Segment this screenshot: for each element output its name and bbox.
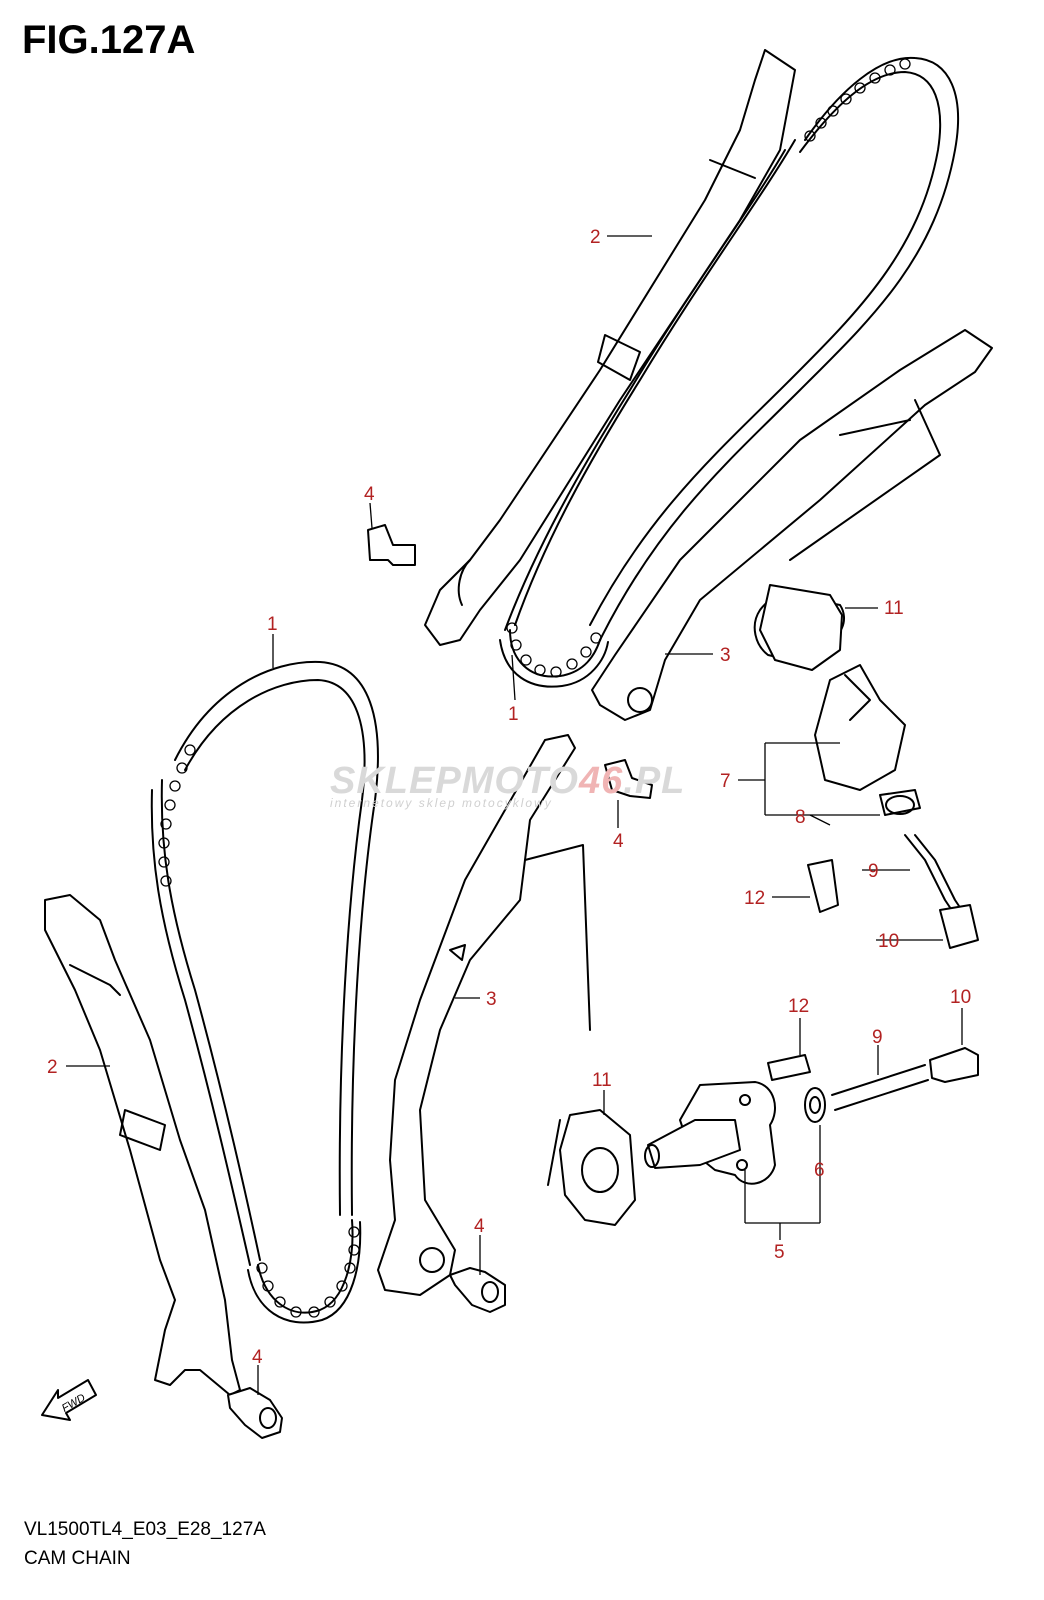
- callout-8: 8: [795, 807, 806, 828]
- chain-links-top: [506, 58, 911, 678]
- callout-9-right: 9: [868, 861, 879, 882]
- callout-3-right: 3: [720, 645, 731, 666]
- callout-11-bottom: 11: [592, 1070, 612, 1091]
- watermark-tagline: internetowy sklep motocyklowy: [330, 796, 553, 810]
- callout-11-right: 11: [884, 598, 904, 619]
- callout-10-bottom: 10: [950, 987, 971, 1008]
- fwd-arrow-icon: FWD: [41, 1379, 97, 1421]
- chain-guide-middle: [377, 734, 591, 1296]
- leader-lines: [66, 235, 963, 1395]
- cam-chain-lower: [150, 660, 379, 1324]
- callout-4-top: 4: [364, 484, 375, 505]
- diagram-name: CAM CHAIN: [24, 1548, 131, 1569]
- callout-7: 7: [720, 771, 731, 792]
- diagram-code: VL1500TL4_E03_E28_127A: [24, 1519, 266, 1540]
- callout-1-left: 1: [267, 614, 278, 635]
- callout-3-mid: 3: [486, 989, 497, 1010]
- chain-links-left: [158, 744, 360, 1318]
- callout-labels: 2 4 1 1 3 11 7 8 9 12 10 4 3 2 12 10 9 1…: [47, 227, 971, 1368]
- bolt-mid-right: [604, 759, 653, 799]
- gasket-upper: [759, 584, 843, 671]
- chain-guide-left: [44, 894, 241, 1396]
- callout-5: 5: [774, 1242, 785, 1263]
- callout-10-right: 10: [878, 931, 899, 952]
- bolt-bottom-left: [227, 1387, 283, 1439]
- bolt-top: [367, 524, 416, 566]
- callout-12-right: 12: [744, 888, 765, 909]
- chain-guide-right: [591, 329, 993, 721]
- watermark-brand-a: SKLEPMOTO: [330, 760, 579, 802]
- figure-title: FIG.127A: [22, 18, 196, 62]
- callout-2-left: 2: [47, 1057, 58, 1078]
- callout-4-bottom: 4: [474, 1216, 485, 1237]
- tensioner-lower: [547, 1047, 979, 1226]
- watermark-brand: SKLEPMOTO46.PL: [330, 760, 685, 803]
- callout-4-mid: 4: [613, 831, 624, 852]
- callout-4-left: 4: [252, 1347, 263, 1368]
- callout-6: 6: [814, 1160, 825, 1181]
- callout-12-bottom: 12: [788, 996, 809, 1017]
- watermark-brand-b: 46: [579, 760, 624, 802]
- callout-9-bottom: 9: [872, 1027, 883, 1048]
- watermark-brand-c: .PL: [623, 760, 686, 802]
- callout-2-top: 2: [590, 227, 601, 248]
- callout-1-top: 1: [508, 704, 519, 725]
- bolt-bottom-mid: [449, 1267, 506, 1313]
- chain-guide-upper: [424, 49, 796, 646]
